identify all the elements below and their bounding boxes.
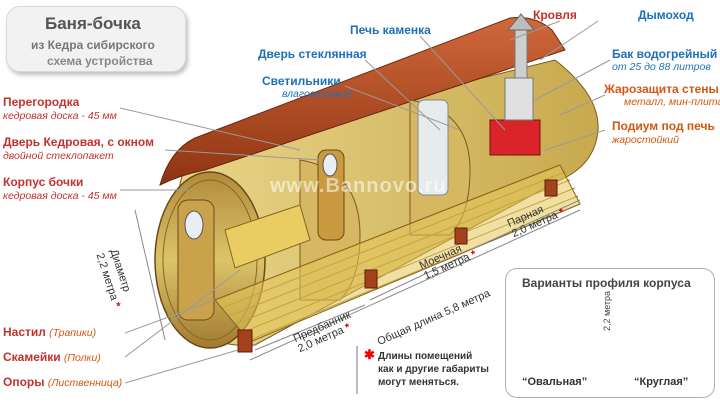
note-box: ✱ Длины помещений как и другие габариты … bbox=[356, 346, 502, 394]
label-stove: Печь каменка bbox=[350, 23, 431, 37]
variants-box: Варианты профиля корпуса 2,2 метра “Овал… bbox=[505, 268, 715, 398]
chimney-cap bbox=[506, 13, 536, 31]
label-floor: Настил (Трапики) bbox=[3, 325, 97, 339]
title-main: Баня-бочка bbox=[45, 14, 141, 33]
label-benches: Скамейки (Полки) bbox=[3, 350, 101, 364]
label-chimney: Дымоход bbox=[638, 8, 694, 22]
stove bbox=[489, 119, 541, 156]
label-stove-podium-sub: жаростойкий bbox=[612, 134, 679, 146]
label-stove-podium: Подиум под печь bbox=[612, 119, 715, 133]
label-water-tank: Бак водогрейный bbox=[612, 47, 718, 61]
watermark: www.Bannovo.ru bbox=[270, 175, 447, 197]
label-partition: Перегородка bbox=[3, 95, 80, 109]
leader-lines bbox=[119, 20, 611, 384]
label-cedar-door: Дверь Кедровая, с окном bbox=[3, 135, 154, 149]
label-roof: Кровля bbox=[533, 8, 577, 22]
title-line2: из Кедра сибирского bbox=[31, 38, 155, 52]
variants-height: 2,2 метра bbox=[602, 290, 612, 331]
note-line2: как и другие габариты bbox=[378, 364, 489, 375]
glass-door bbox=[417, 99, 449, 196]
water-tank bbox=[504, 77, 534, 121]
note-line1: Длины помещений bbox=[378, 351, 473, 362]
label-barrel-body-sub: кедровая доска - 45 мм bbox=[3, 190, 117, 202]
label-heat-shield: Жарозащита стены bbox=[604, 82, 719, 96]
front-door-window bbox=[184, 210, 204, 240]
roof bbox=[159, 17, 566, 186]
bench bbox=[224, 204, 311, 269]
label-lights-sub: влагостойкие bbox=[282, 88, 352, 100]
variant-round-label: “Круглая” bbox=[634, 376, 689, 388]
supports bbox=[237, 179, 558, 353]
label-cedar-door-sub: двойной стеклопакет bbox=[3, 150, 114, 162]
label-partition-sub: кедровая доска - 45 мм bbox=[3, 110, 117, 122]
variants-title: Варианты профиля корпуса bbox=[522, 276, 691, 290]
label-lights: Светильники bbox=[262, 74, 341, 88]
floor bbox=[214, 164, 581, 343]
label-barrel-body: Корпус бочки bbox=[3, 175, 84, 189]
variant-oval-label: “Овальная” bbox=[522, 376, 588, 388]
label-heat-shield-sub: металл, мин-плита bbox=[624, 96, 720, 108]
label-glass-door: Дверь стеклянная bbox=[258, 47, 367, 61]
note-star: ✱ bbox=[364, 347, 375, 362]
dimension-lines bbox=[134, 199, 581, 361]
label-supports: Опоры (Лиственница) bbox=[3, 375, 123, 389]
note-line3: могут меняться. bbox=[378, 377, 459, 388]
title-box: Баня-бочка из Кедра сибирского схема уст… bbox=[6, 6, 186, 72]
title-line3: схема устройства bbox=[47, 54, 153, 68]
label-water-tank-sub: от 25 до 88 литров bbox=[612, 61, 711, 73]
